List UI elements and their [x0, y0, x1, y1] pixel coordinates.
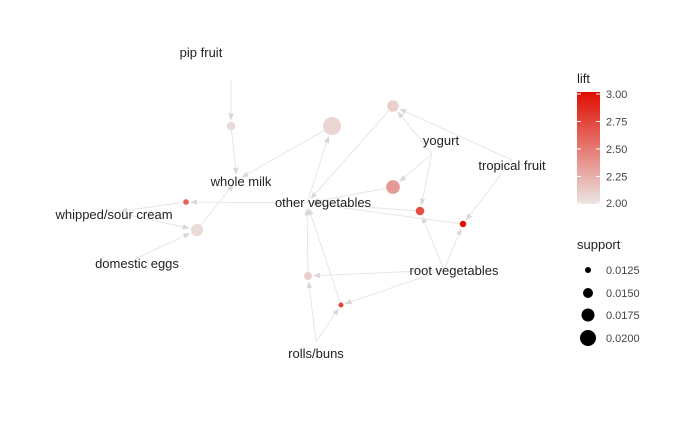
rule-edge	[397, 111, 433, 155]
lift-legend-title: lift	[577, 71, 590, 86]
rule-node[interactable]	[226, 121, 236, 131]
lift-tick-label: 2.75	[606, 117, 627, 129]
rule-edge	[304, 208, 310, 277]
item-label-root-vegetables[interactable]: root vegetables	[410, 263, 499, 278]
support-legend-label: 0.0150	[606, 288, 640, 300]
item-label-domestic-eggs[interactable]: domestic eggs	[95, 256, 179, 271]
rule-node[interactable]	[459, 220, 467, 228]
rule-edge	[344, 269, 445, 305]
rule-edge	[190, 199, 308, 205]
support-legend-label: 0.0125	[606, 265, 640, 277]
rule-node[interactable]	[304, 272, 312, 280]
rule-node[interactable]	[387, 100, 399, 112]
lift-tick-label: 2.50	[606, 144, 627, 156]
rule-edge	[306, 281, 317, 343]
rule-node[interactable]	[183, 199, 189, 205]
item-label-whole-milk[interactable]: whole milk	[210, 174, 272, 189]
rule-node[interactable]	[323, 117, 341, 135]
rule-edge	[399, 108, 513, 161]
rule-edge	[312, 201, 421, 212]
item-label-rolls-buns[interactable]: rolls/buns	[288, 346, 344, 361]
support-legend-title: support	[577, 237, 621, 252]
rule-edge	[419, 153, 433, 206]
rule-node[interactable]	[338, 302, 344, 308]
rule-nodes	[183, 100, 467, 308]
rule-edge	[465, 159, 513, 221]
support-legend-dot	[580, 330, 596, 346]
item-label-tropical-fruit[interactable]: tropical fruit	[478, 158, 546, 173]
lift-tick-label: 2.25	[606, 172, 627, 184]
support-legend-label: 0.0175	[606, 310, 640, 322]
support-legend-dot	[583, 288, 593, 298]
rule-edge	[312, 186, 394, 204]
lift-colorbar	[577, 92, 600, 204]
rule-edge	[443, 228, 462, 271]
support-legend: support 0.0125 0.0150 0.0175 0.0200	[577, 237, 640, 346]
rule-edge	[313, 269, 445, 279]
rule-node[interactable]	[386, 180, 400, 194]
lift-legend: lift 3.00 2.75 2.50 2.25 2.00	[577, 71, 627, 210]
support-legend-dot	[581, 308, 595, 322]
item-label-yogurt[interactable]: yogurt	[423, 133, 460, 148]
rule-edge	[241, 125, 333, 178]
rule-edge	[312, 201, 464, 225]
edges	[114, 80, 513, 343]
item-label-other-vegetables[interactable]: other vegetables	[275, 195, 372, 210]
support-legend-label: 0.0200	[606, 333, 640, 345]
rule-edge	[308, 208, 342, 306]
rule-edge	[306, 135, 330, 204]
rule-edge	[196, 184, 234, 231]
rule-edge	[310, 105, 394, 200]
support-legend-dot	[585, 267, 591, 273]
rule-node[interactable]	[415, 206, 425, 216]
rule-edge	[136, 232, 191, 259]
rule-node[interactable]	[190, 223, 204, 237]
rule-edge	[315, 308, 339, 343]
rule-edge	[230, 125, 239, 175]
item-label-whipped-sour-cream[interactable]: whipped/sour cream	[54, 207, 172, 222]
rule-edge	[421, 216, 445, 271]
lift-tick-label: 3.00	[606, 89, 627, 101]
lift-tick-label: 2.00	[606, 198, 627, 210]
item-label-pip-fruit[interactable]: pip fruit	[180, 45, 223, 60]
rule-edge	[120, 201, 187, 214]
rule-edge	[399, 153, 433, 182]
rule-edge	[114, 211, 190, 230]
